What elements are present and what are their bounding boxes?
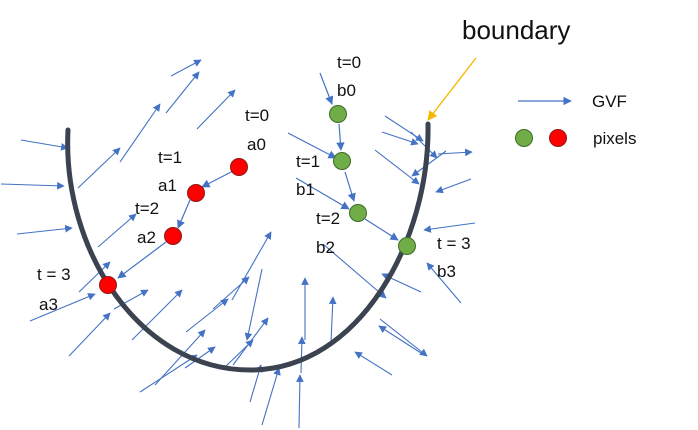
legend: GVF pixels xyxy=(515,92,636,148)
trajectory-b0-b1 xyxy=(336,123,345,151)
pixel-a0 xyxy=(230,158,248,176)
legend-pixels-label: pixels xyxy=(593,129,636,148)
trajectory-a0-a1 xyxy=(201,169,236,188)
label-a3-name: a3 xyxy=(39,295,58,314)
gvf-arrow-13 xyxy=(113,289,149,310)
label-b3-time: t = 3 xyxy=(437,234,471,253)
trajectory-b2-b3 xyxy=(364,218,399,241)
boundary-curve xyxy=(65,121,431,373)
label-b2-name: b2 xyxy=(316,238,335,257)
gvf-arrow-16 xyxy=(139,354,198,393)
label-a0-name: a0 xyxy=(247,135,266,154)
gvf-arrow-40 xyxy=(435,178,472,194)
gvf-arrow-6 xyxy=(170,59,202,77)
gvf-arrow-35 xyxy=(426,262,462,304)
gvf-arrow-12 xyxy=(78,261,111,293)
trajectory-a2-a3 xyxy=(117,241,167,279)
pixel-a3 xyxy=(99,276,117,294)
pixel-a2 xyxy=(164,227,182,245)
gvf-arrow-31 xyxy=(379,318,428,357)
gvf-arrow-9 xyxy=(77,147,121,189)
boundary-pointer-arrow xyxy=(427,57,477,121)
gvf-into-b0 xyxy=(319,72,334,105)
gvf-into-b1 xyxy=(287,132,337,159)
gvf-arrow-15 xyxy=(154,329,206,386)
gvf-arrow-42 xyxy=(381,131,419,146)
pixel-b2 xyxy=(349,204,367,222)
gvf-arrow-10 xyxy=(196,89,236,130)
gvf-arrow-39 xyxy=(410,131,438,159)
gvf-arrow-38 xyxy=(384,115,424,142)
gvf-arrow-43 xyxy=(437,148,473,157)
gvf-arrow-23 xyxy=(232,317,269,366)
gvf-arrow-11 xyxy=(97,213,137,248)
gvf-arrow-20 xyxy=(212,276,250,310)
gvf-arrow-34 xyxy=(322,243,387,299)
gvf-arrow-5 xyxy=(68,312,111,357)
pixel-b1 xyxy=(333,152,351,170)
pixels xyxy=(99,105,416,294)
gvf-arrow-37 xyxy=(411,150,447,177)
point-labels: t=0 a0 t=1 a1 t=2 a2 t = 3 a3 t=0 b0 t=1… xyxy=(37,53,471,314)
gvf-arrow-26 xyxy=(296,374,304,429)
label-b2-time: t=2 xyxy=(316,209,340,228)
gvf-arrow-14 xyxy=(131,289,183,341)
gvf-arrow-32 xyxy=(378,325,422,354)
gvf-arrow-19 xyxy=(185,298,229,333)
trajectory-b1-b2 xyxy=(344,171,356,202)
label-a2-time: t=2 xyxy=(135,199,159,218)
gvf-arrow-29 xyxy=(328,296,337,343)
label-b1-time: t=1 xyxy=(296,152,320,171)
label-b1-name: b1 xyxy=(296,180,315,199)
gvf-field-arrows xyxy=(0,59,476,429)
gvf-arrow-8 xyxy=(119,103,161,163)
gvf-arrow-4 xyxy=(29,293,96,322)
gvf-arrow-41 xyxy=(423,222,476,233)
label-a0-time: t=0 xyxy=(245,106,269,125)
gvf-arrow-3 xyxy=(16,224,73,235)
label-a3-time: t = 3 xyxy=(37,265,71,284)
label-a1-time: t=1 xyxy=(158,148,182,167)
gvf-arrow-17 xyxy=(184,346,216,369)
pixel-a1 xyxy=(187,184,205,202)
gvf-arrow-1 xyxy=(20,139,69,151)
legend-gvf-label: GVF xyxy=(592,92,627,111)
label-b0-name: b0 xyxy=(337,81,356,100)
gvf-arrow-36 xyxy=(374,149,420,185)
trajectory-a1-a2 xyxy=(177,199,191,229)
gvf-arrow-2 xyxy=(0,181,65,190)
label-b3-name: b3 xyxy=(437,262,456,281)
legend-green-pixel-icon xyxy=(515,129,533,147)
legend-red-pixel-icon xyxy=(549,129,567,147)
label-a2-name: a2 xyxy=(137,228,156,247)
label-a1-name: a1 xyxy=(158,176,177,195)
gvf-arrow-28 xyxy=(297,336,306,374)
gvf-into-b2 xyxy=(295,177,350,210)
gvf-arrow-24 xyxy=(261,367,281,426)
trajectory-arrows xyxy=(117,72,399,279)
gvf-arrow-22 xyxy=(231,231,272,301)
label-b0-time: t=0 xyxy=(337,53,361,72)
gvf-arrow-7 xyxy=(165,71,200,114)
gvf-arrow-21 xyxy=(244,268,263,341)
boundary-title: boundary xyxy=(462,15,570,45)
pixel-b0 xyxy=(329,105,347,123)
gvf-arrow-30 xyxy=(354,351,393,376)
pixel-b3 xyxy=(398,237,416,255)
